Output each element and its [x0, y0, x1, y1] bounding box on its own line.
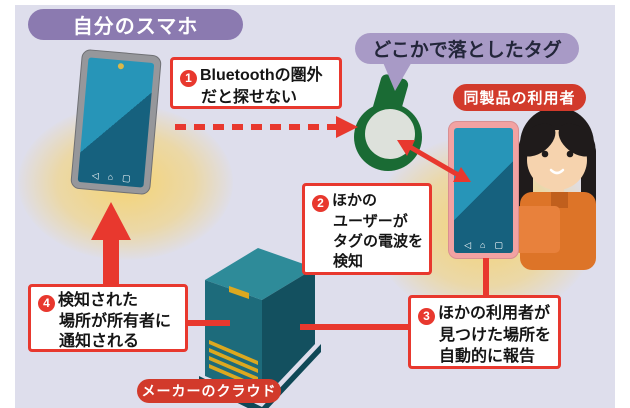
tag-center [365, 109, 415, 159]
eye-right [566, 150, 574, 158]
android-nav-icons: ◁ ⌂ ▢ [454, 240, 513, 250]
server-top [205, 248, 315, 300]
label-maker-cloud: メーカーのクラウド [137, 379, 281, 403]
home-icon: ⌂ [479, 240, 486, 250]
step-4-badge: 4 [38, 294, 55, 312]
label-same-product-user: 同製品の利用者 [453, 84, 586, 111]
bag [515, 206, 560, 253]
my-smartphone: ◁ ⌂ ▢ [70, 48, 162, 196]
smile [549, 168, 565, 175]
server-side [262, 268, 315, 400]
back-icon: ◁ [464, 240, 471, 250]
camera-dot-icon [117, 62, 125, 70]
eye-left [541, 150, 549, 158]
collar [551, 192, 568, 208]
home-icon: ⌂ [107, 171, 114, 182]
other-user-person [515, 107, 596, 270]
step-3-badge: 3 [418, 308, 435, 325]
server-badge [229, 286, 249, 299]
recent-icon: ▢ [494, 240, 503, 250]
other-user-smartphone: ◁ ⌂ ▢ [448, 121, 519, 259]
step-1-badge: 1 [180, 70, 197, 87]
step-2-badge: 2 [312, 194, 329, 212]
my-smartphone-screen: ◁ ⌂ ▢ [77, 57, 155, 188]
recent-icon: ▢ [121, 172, 132, 184]
other-smartphone-screen: ◁ ⌂ ▢ [454, 128, 513, 253]
android-nav-icons: ◁ ⌂ ▢ [78, 169, 145, 185]
bluetooth-tag-illustration [354, 74, 422, 171]
back-icon: ◁ [91, 170, 100, 181]
cloud-server-illustration [199, 248, 321, 408]
label-dropped-tag-bubble: どこかで落としたタグ [355, 33, 579, 64]
label-my-phone: 自分のスマホ [28, 9, 243, 40]
